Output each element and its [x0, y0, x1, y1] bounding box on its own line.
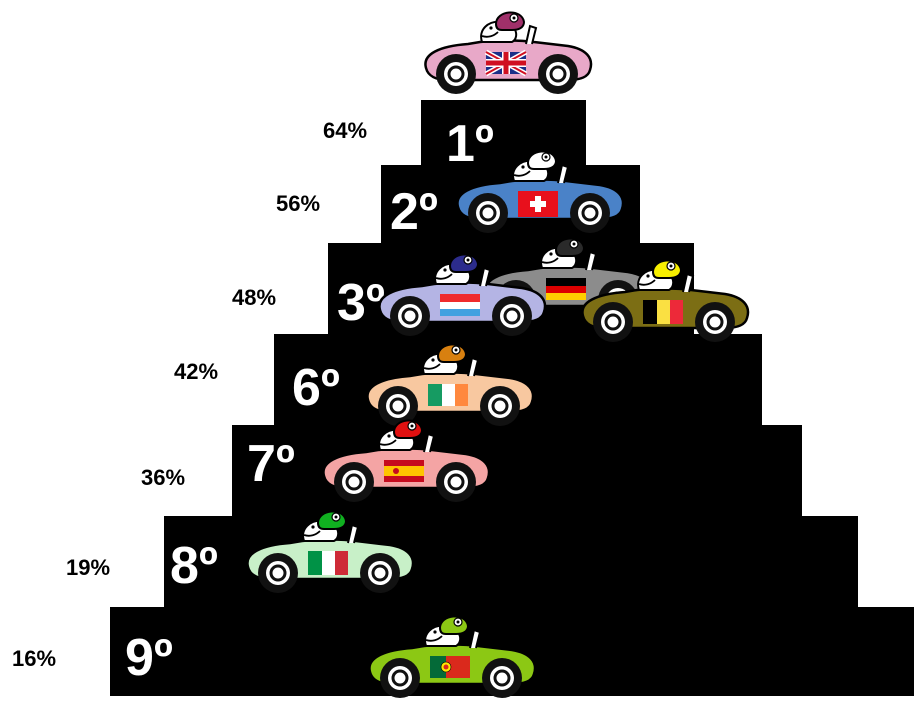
flag-portugal	[430, 656, 470, 678]
race-car-ireland	[366, 343, 535, 426]
rank-label: 6º	[292, 359, 340, 417]
percent-label: 36%	[141, 465, 186, 490]
driver	[637, 259, 683, 291]
driver	[424, 615, 470, 647]
front-wheel	[258, 553, 298, 593]
helmet	[448, 253, 480, 273]
driver	[480, 11, 526, 43]
rear-wheel	[538, 54, 578, 94]
race-car-italy	[246, 510, 415, 593]
rear-wheel	[482, 658, 522, 698]
flag-belgium	[643, 300, 683, 324]
percent-label: 19%	[66, 555, 111, 580]
flag-germany	[546, 278, 586, 300]
rank-label: 2º	[390, 183, 438, 241]
percent-label: 56%	[276, 191, 321, 216]
helmet	[392, 419, 424, 439]
front-wheel	[334, 462, 374, 502]
front-wheel	[436, 54, 476, 94]
helmet	[316, 510, 348, 530]
percent-label: 48%	[232, 285, 277, 310]
flag-italy	[308, 551, 348, 575]
driver	[422, 343, 468, 375]
rear-wheel	[695, 302, 735, 342]
race-car-belgium	[581, 259, 750, 342]
flag-switzerland	[518, 191, 558, 217]
rear-wheel	[492, 296, 532, 336]
rank-label: 9º	[125, 629, 173, 687]
flag-ireland	[428, 384, 468, 406]
helmet	[494, 11, 526, 31]
rear-wheel	[570, 193, 610, 233]
rear-wheel	[480, 386, 520, 426]
percent-label: 16%	[12, 646, 57, 671]
helmet	[651, 259, 683, 279]
front-wheel	[390, 296, 430, 336]
rank-label: 7º	[247, 435, 295, 493]
driver	[540, 237, 586, 269]
driver	[302, 510, 348, 542]
flag-united-kingdom	[484, 49, 528, 77]
race-car-switzerland	[456, 150, 625, 233]
race-car-united-kingdom	[424, 11, 593, 94]
race-car-luxembourg	[378, 253, 547, 336]
rank-label: 8º	[170, 537, 218, 595]
flag-luxembourg	[440, 294, 480, 316]
helmet	[436, 343, 468, 363]
helmet	[526, 150, 558, 170]
front-wheel	[380, 658, 420, 698]
front-wheel	[468, 193, 508, 233]
front-wheel	[593, 302, 633, 342]
percent-label: 42%	[174, 359, 219, 384]
rank-label: 1º	[446, 115, 494, 173]
race-car-portugal	[368, 615, 537, 698]
rank-label: 3º	[337, 274, 385, 332]
race-car-spain	[322, 419, 491, 502]
driver	[512, 150, 558, 182]
flag-spain	[384, 460, 424, 482]
driver	[378, 419, 424, 451]
percent-label: 64%	[323, 118, 368, 143]
front-wheel	[378, 386, 418, 426]
driver	[434, 253, 480, 285]
helmet	[438, 615, 470, 635]
rear-wheel	[436, 462, 476, 502]
rear-wheel	[360, 553, 400, 593]
